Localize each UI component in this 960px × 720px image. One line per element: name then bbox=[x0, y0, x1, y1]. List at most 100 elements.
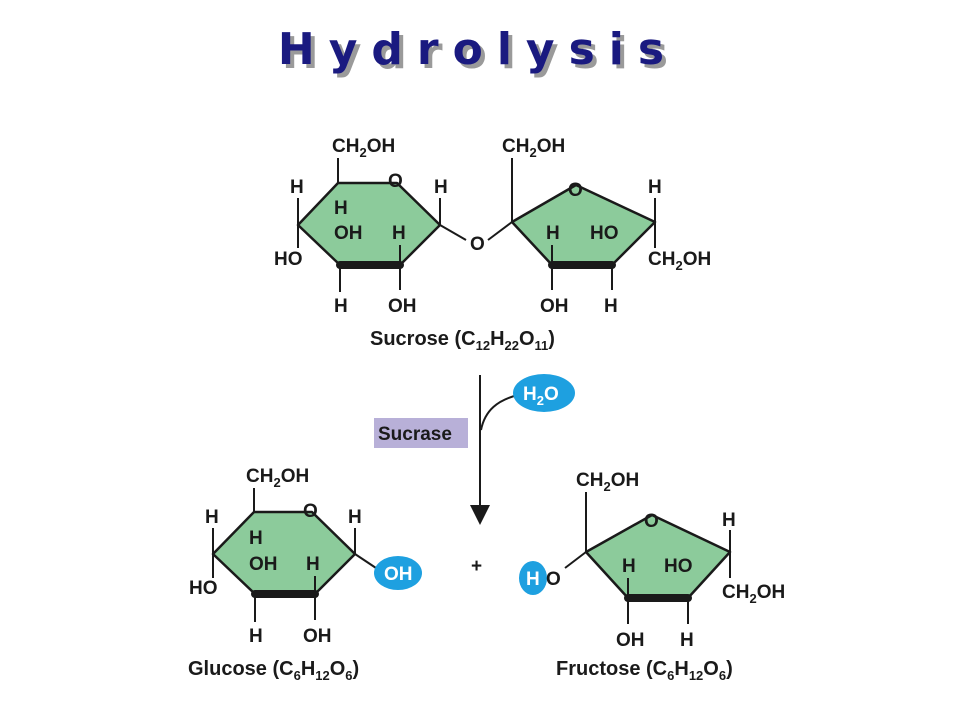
glycosidic-oxygen-label: O bbox=[470, 234, 485, 255]
subscript: 12 bbox=[476, 338, 490, 353]
text-run: CH bbox=[722, 582, 749, 603]
text-run: H bbox=[301, 658, 315, 680]
text-run: O bbox=[544, 384, 559, 405]
oh-label: OH bbox=[334, 223, 363, 244]
fructose-formula: Fructose (C6H12O6) bbox=[556, 658, 733, 683]
page-title-shadow: Hydrolysis bbox=[282, 28, 682, 79]
text-run: OH bbox=[611, 470, 640, 491]
subscript: 6 bbox=[667, 668, 674, 683]
text-run: O bbox=[330, 658, 346, 680]
text-run: OH bbox=[281, 466, 310, 487]
fructose-h-label: H bbox=[526, 569, 540, 590]
sucrose-formula: Sucrose (C12H22O11) bbox=[370, 328, 555, 353]
plus-sign: + bbox=[471, 556, 482, 577]
ring-oxygen-label: O bbox=[303, 501, 318, 522]
text-run: OH bbox=[757, 582, 786, 603]
fructose-ring bbox=[584, 513, 732, 600]
subscript: 12 bbox=[315, 668, 329, 683]
subscript: 12 bbox=[689, 668, 703, 683]
enzyme-box bbox=[374, 418, 468, 448]
subscript: 2 bbox=[529, 145, 536, 160]
h-label: H bbox=[546, 223, 560, 244]
fructose-h-highlight bbox=[519, 561, 547, 595]
subscript: 2 bbox=[273, 475, 280, 490]
h-label: H bbox=[290, 177, 304, 198]
subscript: 6 bbox=[345, 668, 352, 683]
water-label: H2O bbox=[523, 384, 559, 408]
reaction-arrow: H2O Sucrase bbox=[374, 374, 575, 525]
h-label: H bbox=[722, 510, 736, 531]
sucrose-molecule: CH2OH O H H H OH H HO H OH O CH2OH O H H… bbox=[274, 136, 711, 353]
text-run: CH bbox=[332, 136, 359, 157]
oh-label: OH bbox=[616, 630, 645, 651]
glucose-ring bbox=[211, 510, 357, 596]
ch2oh-label: CH2OH bbox=[246, 466, 309, 490]
h-label: H bbox=[348, 507, 362, 528]
ho-label: HO bbox=[274, 249, 303, 270]
ch2oh-label: CH2OH bbox=[576, 470, 639, 494]
ch2oh-label: CH2OH bbox=[722, 582, 785, 606]
oh-label: OH bbox=[249, 554, 278, 575]
subscript: 2 bbox=[603, 479, 610, 494]
text-run: O bbox=[519, 328, 535, 350]
sucrose-glucose-ring bbox=[296, 181, 442, 267]
page-title: Hydrolysis bbox=[278, 24, 678, 75]
ring-oxygen-label: O bbox=[568, 180, 583, 201]
h-label: H bbox=[306, 554, 320, 575]
text-run: H bbox=[523, 384, 537, 405]
oh-label: OH bbox=[540, 296, 569, 317]
text-run: Fructose (C bbox=[556, 658, 667, 680]
oh-label: OH bbox=[388, 296, 417, 317]
h-label: H bbox=[249, 626, 263, 647]
subscript: 6 bbox=[719, 668, 726, 683]
text-run: OH bbox=[537, 136, 566, 157]
sucrose-fructose-ring bbox=[510, 183, 657, 267]
text-run: CH bbox=[502, 136, 529, 157]
text-run: OH bbox=[683, 249, 712, 270]
text-run: OH bbox=[367, 136, 396, 157]
subscript: 2 bbox=[675, 258, 682, 273]
oh-label: OH bbox=[303, 626, 332, 647]
h-label: H bbox=[334, 296, 348, 317]
subscript: 22 bbox=[505, 338, 519, 353]
enzyme-label: Sucrase bbox=[378, 424, 452, 445]
ch2oh-label: CH2OH bbox=[332, 136, 395, 160]
glucose-molecule: CH2OH O H H H OH H HO H OH OH Glucose (C… bbox=[188, 466, 422, 683]
ring-oxygen-label: O bbox=[644, 511, 659, 532]
text-run: H bbox=[490, 328, 504, 350]
h-label: H bbox=[434, 177, 448, 198]
h-label: H bbox=[680, 630, 694, 651]
ring-oxygen-label: O bbox=[388, 171, 403, 192]
glucose-formula: Glucose (C6H12O6) bbox=[188, 658, 359, 683]
ho-label: HO bbox=[590, 223, 619, 244]
glucose-oh-label: OH bbox=[384, 564, 413, 585]
text-run: Glucose (C bbox=[188, 658, 294, 680]
fructose-o-label: O bbox=[546, 569, 561, 590]
text-run: CH bbox=[576, 470, 603, 491]
text-run: ) bbox=[353, 658, 360, 680]
text-run: H bbox=[674, 658, 688, 680]
ch2oh-label: CH2OH bbox=[648, 249, 711, 273]
text-run: ) bbox=[726, 658, 733, 680]
text-run: Sucrose (C bbox=[370, 328, 476, 350]
subscript: 11 bbox=[535, 338, 549, 353]
h-label: H bbox=[205, 507, 219, 528]
h-label: H bbox=[392, 223, 406, 244]
text-run: ) bbox=[548, 328, 555, 350]
h-label: H bbox=[622, 556, 636, 577]
ch2oh-label: CH2OH bbox=[502, 136, 565, 160]
h-label: H bbox=[648, 177, 662, 198]
h-label: H bbox=[604, 296, 618, 317]
subscript: 6 bbox=[294, 668, 301, 683]
text-run: CH bbox=[648, 249, 675, 270]
water-badge bbox=[513, 374, 575, 412]
h-label: H bbox=[249, 528, 263, 549]
subscript: 2 bbox=[537, 393, 544, 408]
subscript: 2 bbox=[359, 145, 366, 160]
fructose-molecule: CH2OH O H H HO CH2OH OH H H O Fructose (… bbox=[519, 470, 785, 683]
ho-label: HO bbox=[664, 556, 693, 577]
ho-label: HO bbox=[189, 578, 218, 599]
h-label: H bbox=[334, 198, 348, 219]
subscript: 2 bbox=[749, 591, 756, 606]
